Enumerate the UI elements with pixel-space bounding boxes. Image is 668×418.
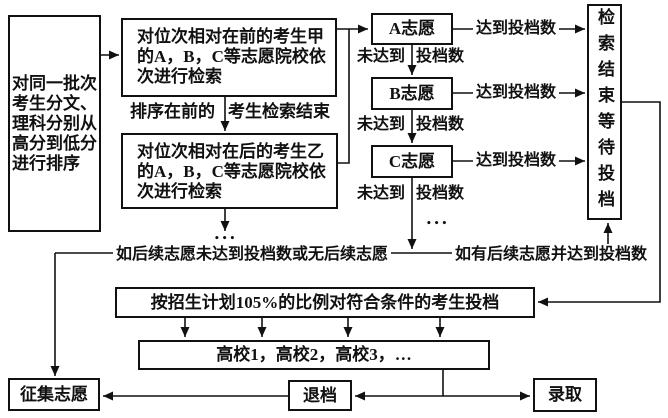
label-quota-2: 投档数 [416,116,465,133]
ellipsis-more-candidates: ••• [214,234,238,244]
ellipsis-more-choices: ••• [426,219,450,229]
label-first-done-left: 排序在前的 [130,102,215,121]
label-not-reached-3: 未达到 [357,185,406,202]
label-reached-quota-c: 达到投档数 [473,152,560,169]
box-withdraw: 退档 [288,380,352,411]
label-if-has-next: 如有后续志愿并达到投档数 [455,246,648,263]
box-search-candidate-next: 对位次相对在后的考生乙 的A，B，C等志愿院校依 次进行检索 [121,133,338,209]
line-search-next-join [338,29,350,164]
box-choice-a: A志愿 [371,13,453,45]
label-if-no-next: 如后续志愿未达到投档数或无后续志愿 [113,246,392,263]
label-not-reached-2: 未达到 [357,116,406,133]
box-choice-b: B志愿 [371,77,453,110]
label-quota-1: 投档数 [416,48,465,65]
label-first-done-right: 考生检索结束 [228,102,330,121]
box-file-ratio: 按招生计划105%的比例对符合条件的考生投档 [115,287,535,318]
box-search-end-wait: 检索结束等待投档 [587,4,622,220]
box-search-end-wait-text: 检索结束等待投档 [595,8,614,216]
box-search-candidate-first: 对位次相对在前的考生甲 的A，B，C等志愿院校依 次进行检索 [121,18,337,97]
label-quota-3: 投档数 [416,185,465,202]
box-collect-volunteer: 征集志愿 [8,378,100,411]
box-colleges: 高校1，高校2，高校3，… [138,340,490,370]
arrow-searchend-to-ratio [538,101,661,307]
box-choice-c: C志愿 [371,145,453,178]
label-reached-quota-b: 达到投档数 [473,84,560,101]
box-admit: 录取 [533,378,597,412]
box-sort-candidates: 对同一批次 考生分文、 理科分别从 高分到低分 进行排序 [8,15,101,232]
label-reached-quota-a: 达到投档数 [473,20,560,37]
label-not-reached-1: 未达到 [357,48,406,65]
